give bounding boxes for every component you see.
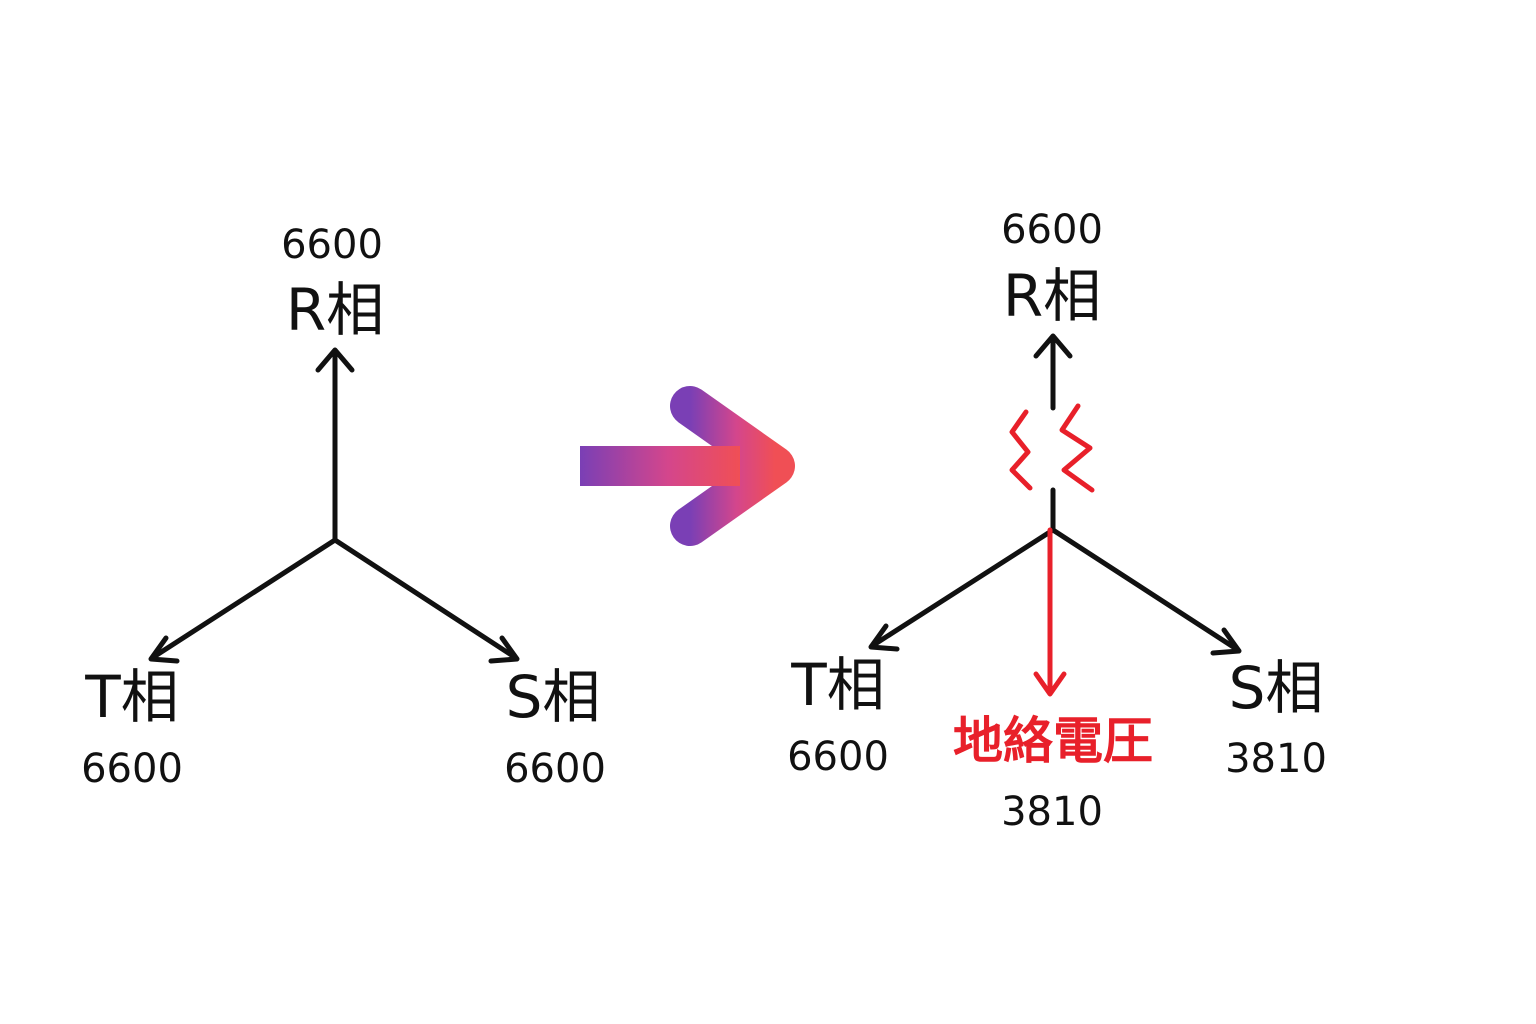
- after-t-voltage: 6600: [787, 734, 889, 780]
- after-diagram: 6600 R相 T相 6600 S相 3810 地絡電圧 3810: [787, 207, 1327, 835]
- after-s-voltage: 3810: [1225, 736, 1327, 782]
- before-s-vector: [332, 537, 520, 664]
- ground-fault-vector: [1033, 527, 1067, 697]
- after-r-vector: [1033, 333, 1073, 533]
- break-zigzag-icon: [1009, 403, 1095, 493]
- after-r-voltage: 6600: [1001, 207, 1103, 253]
- right-arrow-icon: [580, 386, 795, 546]
- ground-fault-voltage: 3810: [1001, 789, 1103, 835]
- before-diagram: 6600 R相 T相 6600 S相 6600: [81, 222, 606, 792]
- after-s-vector: [1050, 527, 1242, 656]
- before-s-voltage: 6600: [504, 746, 606, 792]
- before-s-label: S相: [506, 663, 601, 731]
- ground-fault-label: 地絡電圧: [953, 712, 1153, 770]
- before-r-voltage: 6600: [281, 222, 383, 268]
- after-s-label: S相: [1229, 654, 1324, 722]
- before-t-vector: [148, 537, 338, 664]
- before-r-vector: [315, 347, 355, 543]
- after-t-vector: [868, 527, 1056, 652]
- before-t-label: T相: [84, 663, 178, 731]
- after-t-label: T相: [790, 651, 884, 719]
- before-r-label: R相: [286, 276, 384, 344]
- before-t-voltage: 6600: [81, 746, 183, 792]
- after-r-label: R相: [1003, 262, 1101, 330]
